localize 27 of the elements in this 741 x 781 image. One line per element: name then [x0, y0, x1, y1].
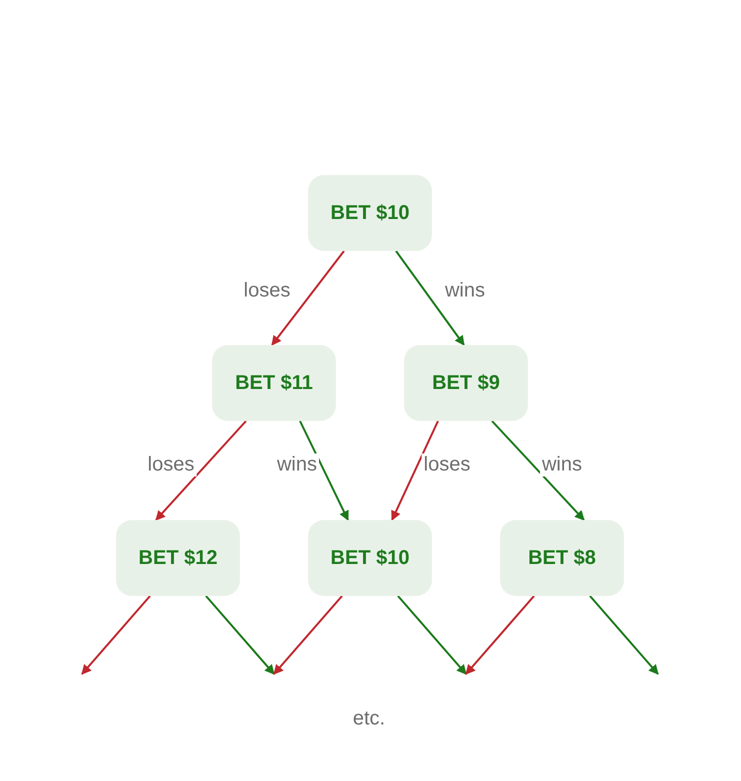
arrow — [271, 250, 345, 346]
arrow — [465, 595, 535, 675]
bet-label: BET $12 — [138, 546, 218, 570]
arrow — [391, 420, 439, 521]
bet-box — [308, 520, 432, 596]
arrow — [395, 250, 465, 346]
bet-box — [500, 520, 624, 596]
arrow — [299, 420, 349, 521]
edge-label: loses — [146, 454, 196, 476]
edge-label: wins — [540, 454, 584, 476]
note: etc. — [352, 708, 386, 730]
bet-label: BET $11 — [235, 372, 313, 394]
bet-label: BET $10 — [330, 202, 410, 224]
bet-box — [404, 345, 528, 421]
arrow — [205, 595, 275, 675]
arrow — [81, 595, 151, 675]
arrow — [589, 595, 659, 675]
bet-label: BET $8 — [528, 546, 596, 570]
arrow — [273, 595, 343, 675]
bet-box — [116, 520, 240, 596]
bet-box — [212, 345, 336, 421]
bet-label: BET $9 — [432, 372, 500, 394]
arrow — [491, 420, 585, 521]
arrow — [155, 420, 247, 521]
arrow — [397, 595, 467, 675]
bet-box — [308, 175, 432, 251]
bet-label: BET $10 — [330, 546, 410, 570]
